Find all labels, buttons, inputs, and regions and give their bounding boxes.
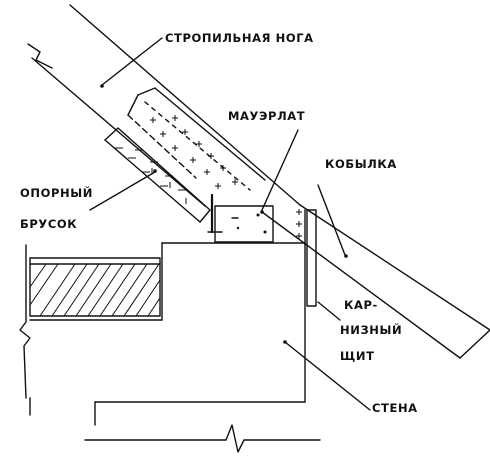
mauerlat-beam <box>214 205 274 243</box>
wall <box>19 242 321 453</box>
floor-slab <box>29 257 161 317</box>
kobylka-board <box>261 204 490 359</box>
cornice-nails <box>296 209 302 239</box>
label-support-block-line2: БРУСОК <box>20 217 77 231</box>
label-support-block-line1: ОПОРНЫЙ <box>20 185 93 200</box>
label-mauerlat: МАУЭРЛАТ <box>228 109 305 123</box>
label-kobylka: КОБЫЛКА <box>325 157 397 171</box>
label-cornice-line3: ЩИТ <box>340 349 375 363</box>
label-wall: СТЕНА <box>372 401 418 415</box>
support-block <box>104 127 223 234</box>
kobylka-overlap <box>127 87 266 191</box>
rafter <box>27 4 301 207</box>
labels: СТРОПИЛЬНАЯ НОГА МАУЭРЛАТ КОБЫЛКА ОПОРНЫ… <box>20 31 418 415</box>
label-rafter: СТРОПИЛЬНАЯ НОГА <box>165 31 314 45</box>
label-cornice-line2: НИЗНЫЙ <box>340 322 402 337</box>
label-cornice-line1: КАР- <box>344 298 378 312</box>
nail-marks <box>150 115 238 189</box>
leader-lines <box>89 37 371 411</box>
cornice-board <box>306 209 317 307</box>
